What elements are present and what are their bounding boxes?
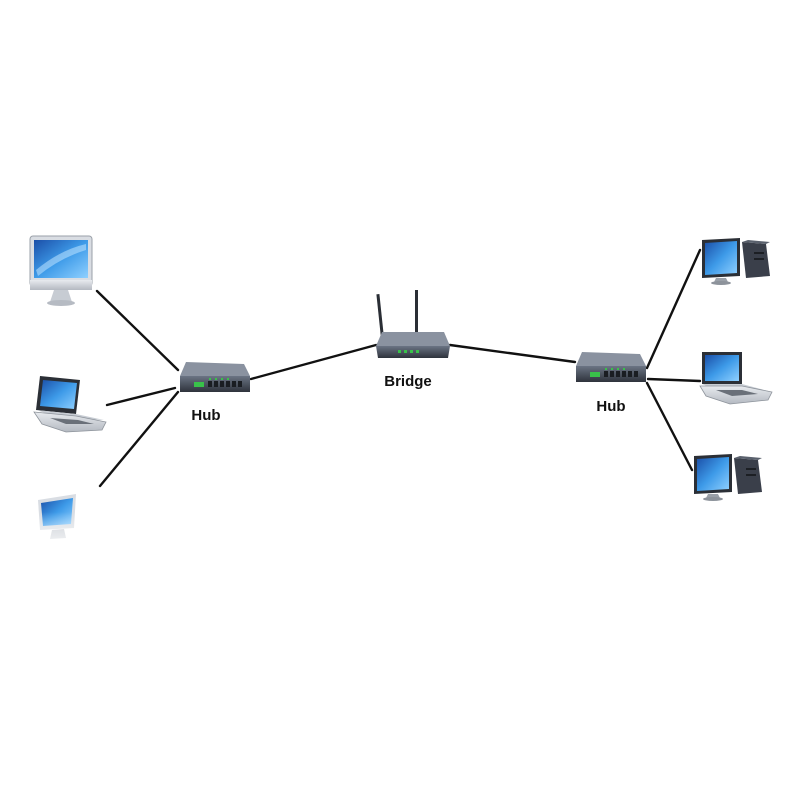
laptop-icon bbox=[699, 352, 773, 405]
network-hub-icon bbox=[180, 362, 250, 392]
link-hub-right-desktop-bottom bbox=[645, 381, 694, 472]
link-hub-left-bridge bbox=[249, 343, 378, 381]
connection-lines bbox=[95, 248, 702, 488]
link-hub-right-desktop-top bbox=[645, 248, 702, 370]
laptop-icon bbox=[33, 376, 107, 433]
link-imac-hub-left bbox=[95, 289, 180, 372]
bridge-label: Bridge bbox=[384, 373, 432, 390]
wireless-bridge-icon bbox=[376, 290, 450, 358]
desktop-tower-computer-icon bbox=[702, 238, 770, 285]
link-imac2-hub-left bbox=[98, 390, 180, 488]
desktop-tower-computer-icon bbox=[694, 454, 762, 501]
network-hub-icon bbox=[576, 352, 646, 382]
hub-left-label: Hub bbox=[191, 407, 220, 424]
link-hub-right-laptop bbox=[646, 377, 702, 383]
hub-right-label: Hub bbox=[596, 398, 625, 415]
link-bridge-hub-right bbox=[448, 343, 577, 364]
imac-computer-icon bbox=[34, 494, 104, 552]
link-laptop-hub-left bbox=[105, 386, 177, 407]
imac-computer-icon bbox=[29, 235, 93, 306]
